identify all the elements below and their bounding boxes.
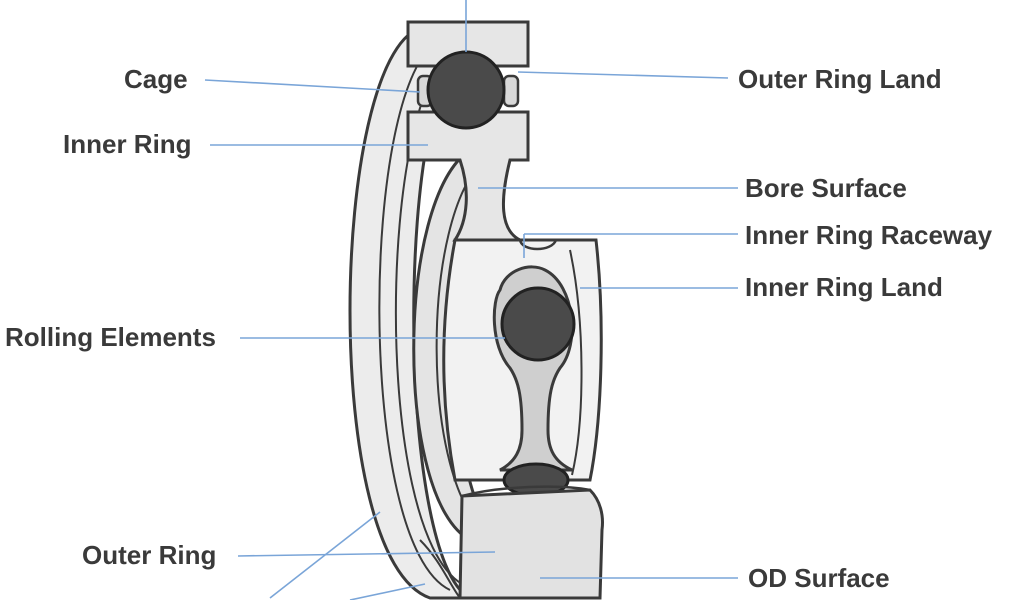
outer-ring-label: Outer Ring: [82, 540, 216, 570]
outer-ring-land-label: Outer Ring Land: [738, 64, 942, 94]
cutaway-window: [444, 240, 601, 496]
od-surface-label: OD Surface: [748, 563, 890, 593]
middle-ball: [502, 288, 574, 360]
leader-outer-ring: [238, 552, 495, 556]
inner-ring-label: Inner Ring: [63, 129, 192, 159]
leader-outer-ring-land: [518, 72, 728, 78]
rolling-elements-label: Rolling Elements: [5, 322, 216, 352]
inner-ring-land-label: Inner Ring Land: [745, 272, 943, 302]
bore-surface-label: Bore Surface: [745, 173, 907, 203]
cage-label: Cage: [124, 64, 188, 94]
inner-ring-raceway-label: Inner Ring Raceway: [745, 220, 992, 250]
top-ball: [428, 52, 504, 128]
top-cross-section: [408, 22, 528, 240]
leader-bottom-left-2: [350, 584, 425, 600]
